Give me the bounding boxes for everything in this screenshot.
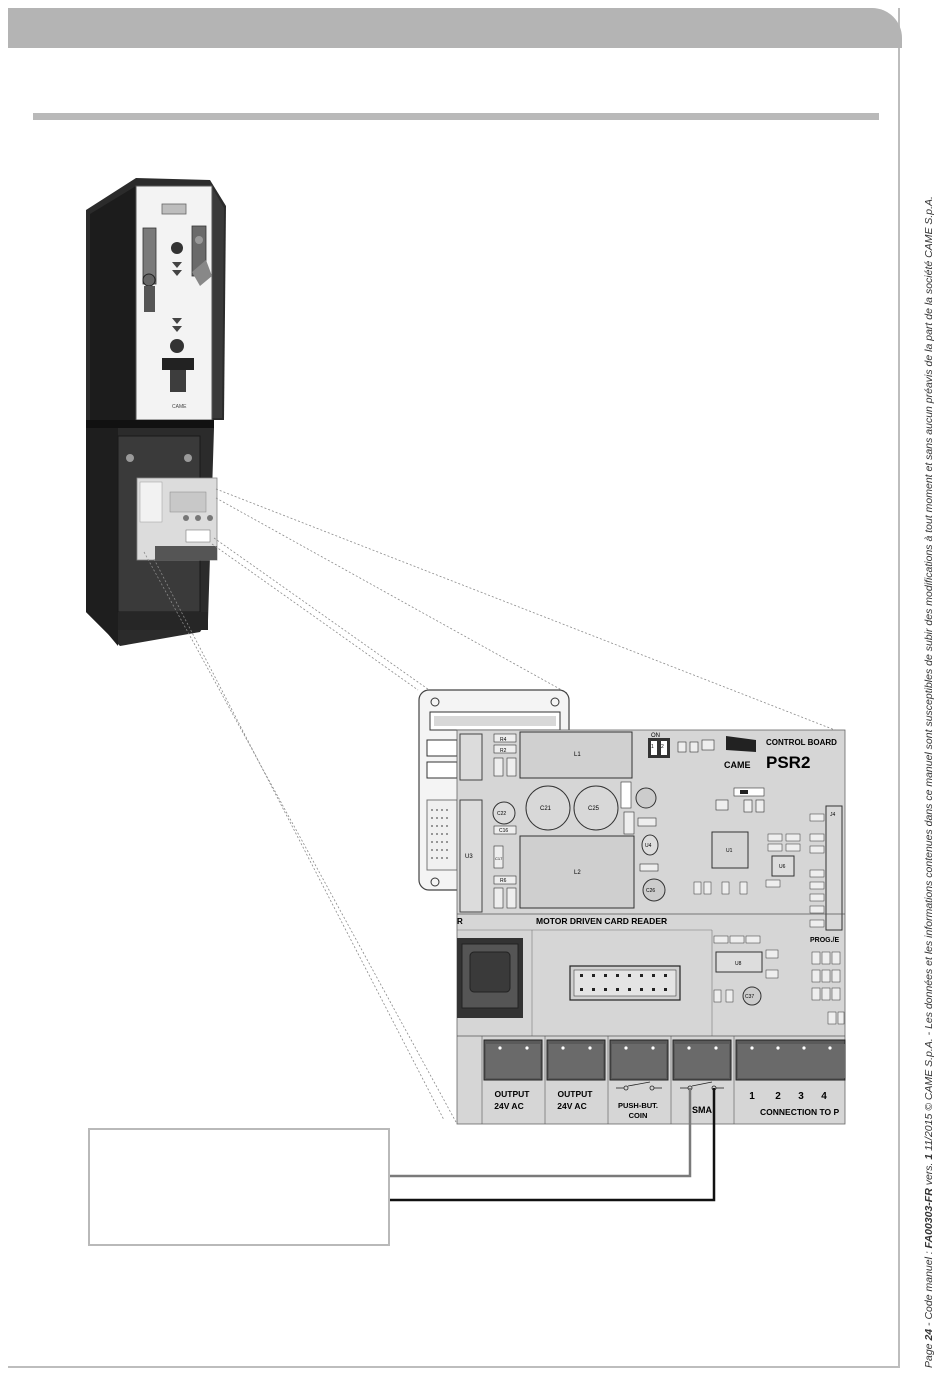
terminal-cabinet: CAME — [86, 178, 226, 646]
terminal-2-line1: OUTPUT — [558, 1089, 594, 1099]
label-u6: U6 — [779, 864, 786, 870]
board-brand: CAME — [724, 760, 751, 770]
terminal-blocks — [483, 1039, 846, 1081]
terminal-3-line2: COIN — [629, 1111, 648, 1120]
dip-switch-pos2: 2 — [661, 744, 664, 750]
label-u8: U8 — [735, 961, 742, 967]
came-logo-mark — [726, 736, 756, 752]
zoom-lines — [143, 488, 841, 1123]
label-l2: L2 — [574, 870, 581, 876]
footer-manual-code-prefix: - Code manuel : — [923, 1248, 935, 1329]
cabinet-brand-text: CAME — [172, 404, 187, 410]
connection-number-1: 1 — [749, 1091, 755, 1102]
external-device-box — [88, 1128, 390, 1246]
connection-number-4: 4 — [821, 1091, 827, 1102]
section-left-label: R — [457, 917, 463, 926]
dip-switch-on-label: ON — [651, 733, 660, 739]
label-c25: C25 — [588, 806, 600, 812]
label-r2: R2 — [500, 748, 507, 754]
section-label: MOTOR DRIVEN CARD READER — [536, 916, 667, 926]
footer-note: Page 24 - Code manuel : FA00303-FR vers.… — [918, 8, 940, 1368]
connection-number-3: 3 — [798, 1091, 804, 1102]
footer-version-prefix: vers. — [923, 1159, 935, 1189]
label-c22: C22 — [497, 811, 506, 817]
label-u1: U1 — [726, 848, 733, 854]
label-r6: R6 — [500, 878, 507, 884]
terminal-4-line1: SMA — [692, 1105, 713, 1115]
board-title: CONTROL BOARD — [766, 738, 837, 747]
control-board: U3 R4 R2 L1 C22 C21 C25 C16 C17 R6 L2 — [456, 729, 846, 1125]
terminal-1-line1: OUTPUT — [495, 1089, 531, 1099]
label-j4: J4 — [830, 812, 836, 818]
footer-manual-code: FA00303-FR — [923, 1188, 935, 1249]
wires — [390, 1088, 716, 1202]
page-border — [8, 8, 900, 1368]
header-band — [8, 8, 902, 48]
label-u3: U3 — [465, 854, 473, 860]
label-c37: C37 — [745, 994, 754, 1000]
label-r4: R4 — [500, 737, 507, 743]
footer-disclaimer: Les données et les informations contenue… — [923, 196, 935, 1029]
label-l1: L1 — [574, 752, 581, 758]
board-model: PSR2 — [766, 753, 810, 772]
terminal-3-line1: PUSH-BUT. — [618, 1101, 658, 1110]
terminal-2-line2: 24V AC — [557, 1101, 586, 1111]
push-button-symbol — [616, 1081, 662, 1091]
footer-date-copyright: 11/2015 © CAME S.p.A. - — [923, 1028, 935, 1154]
terminal-1-line2: 24V AC — [494, 1101, 523, 1111]
label-c16: C16 — [499, 828, 508, 834]
title-rule — [33, 113, 879, 120]
label-c17: C17 — [495, 856, 503, 861]
label-c21: C21 — [540, 806, 552, 812]
connection-label: CONNECTION TO P — [760, 1107, 840, 1117]
dip-switch-pos1: 1 — [651, 744, 654, 750]
footer-page-prefix: Page — [923, 1340, 935, 1368]
prog-label: PROG./E — [810, 937, 840, 944]
label-c26: C26 — [646, 888, 655, 894]
connection-number-2: 2 — [775, 1091, 781, 1102]
label-u4: U4 — [645, 843, 652, 849]
footer-version: 1 — [923, 1153, 935, 1160]
footer-page-number: 24 — [923, 1328, 935, 1341]
